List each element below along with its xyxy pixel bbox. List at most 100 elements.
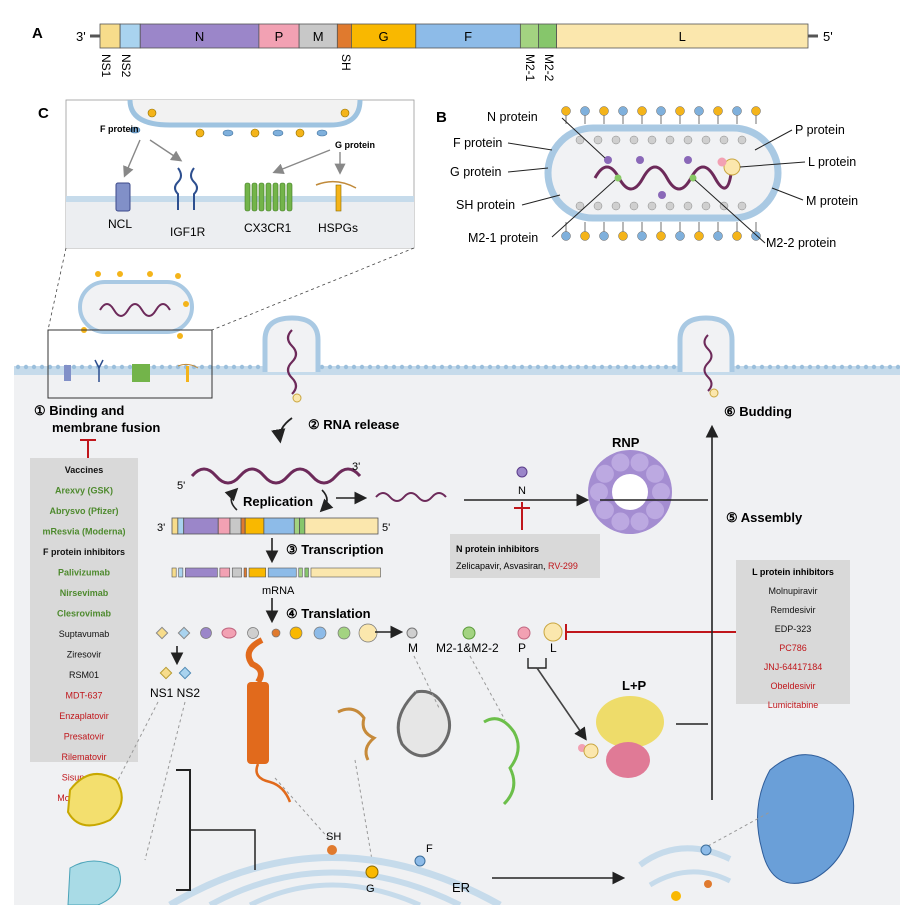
matrix-bead — [629, 135, 639, 145]
genome-gene-label: M — [313, 29, 324, 44]
lipid-head — [447, 364, 453, 370]
lipid-head — [87, 364, 93, 370]
lipid-head — [887, 364, 893, 370]
lipid-head — [823, 364, 829, 370]
step-5-label: ⑤ Assembly — [726, 510, 803, 525]
protein-marker — [313, 626, 327, 640]
rnp-label: RNP — [612, 435, 640, 450]
lipid-head — [807, 364, 813, 370]
receptor-inset: F protein G protein NCL IGF1R CX3CR1 HSP… — [65, 99, 415, 249]
inset-g-protein-label: G protein — [335, 140, 375, 150]
lipid-head — [543, 364, 549, 370]
genome-segment — [556, 23, 809, 49]
matrix-bead — [719, 135, 729, 145]
genome-gene-label: L — [679, 29, 686, 44]
protein-marker — [337, 626, 351, 640]
antigenome-segment — [244, 517, 265, 535]
matrix-bead — [647, 201, 657, 211]
surface-glycoprotein — [751, 106, 761, 116]
mrna-segment — [304, 567, 309, 578]
mrna-segment — [185, 567, 218, 578]
label-l-protein: L protein — [808, 155, 856, 169]
label-m22-protein: M2-2 protein — [766, 236, 836, 250]
lipid-head — [799, 364, 805, 370]
lipid-head — [855, 364, 861, 370]
rnp-lobe — [630, 453, 649, 472]
matrix-bead — [647, 135, 657, 145]
lipid-head — [583, 364, 589, 370]
lipid-head — [367, 364, 373, 370]
genome-gene-label: F — [464, 29, 472, 44]
zoom-highlight-box — [47, 329, 213, 399]
lp-structure — [596, 696, 664, 778]
lipid-head — [343, 364, 349, 370]
surface-glycoprotein — [656, 106, 666, 116]
genome-segment — [258, 23, 300, 49]
ns-label: NS1 NS2 — [150, 686, 200, 700]
lipid-head — [871, 364, 877, 370]
lipid-head — [103, 364, 109, 370]
lipid-head — [239, 364, 245, 370]
rnp-lobe — [611, 512, 630, 531]
genome-gene-label: N — [195, 29, 204, 44]
protein-marker — [221, 627, 237, 639]
drug-name: Palivizumab — [58, 568, 111, 578]
antigenome-segment — [304, 517, 379, 535]
genome-end-right: 5' — [823, 29, 833, 44]
antigenome-3prime: 3' — [157, 522, 165, 534]
receptor-cx3cr1: CX3CR1 — [244, 221, 292, 235]
surface-glycoprotein — [713, 231, 723, 241]
drug-name: Ziresovir — [67, 650, 102, 660]
lipid-head — [863, 364, 869, 370]
lipid-head — [231, 364, 237, 370]
antigenome-bar — [171, 517, 379, 535]
protein-row-labels: M M2-1&M2-2 P L — [408, 641, 557, 655]
lipid-head — [631, 364, 637, 370]
matrix-bead — [611, 201, 621, 211]
lipid-head — [655, 364, 661, 370]
lipid-head — [535, 364, 541, 370]
step-2-label: ② RNA release — [308, 417, 399, 432]
label-g-protein: G protein — [450, 165, 501, 179]
lipid-head — [415, 364, 421, 370]
drug-name: Obeldesivir — [770, 681, 815, 691]
matrix-bead — [683, 201, 693, 211]
lipid-head — [767, 364, 773, 370]
lipid-head — [575, 364, 581, 370]
lipid-head — [439, 364, 445, 370]
step-1-label-line2: membrane fusion — [52, 420, 160, 435]
genome-segment — [336, 23, 352, 49]
drug-name: Abrysvo (Pfizer) — [49, 506, 118, 516]
lipid-head — [463, 364, 469, 370]
surface-glycoprotein — [656, 231, 666, 241]
translated-proteins — [155, 623, 378, 643]
gene-label-ns1: NS1 — [99, 54, 113, 78]
mrna-segment — [219, 567, 231, 578]
matrix-bead — [701, 201, 711, 211]
er-labels: SH G F ER — [326, 831, 470, 895]
lipid-head — [255, 364, 261, 370]
matrix-bead — [593, 135, 603, 145]
genome-end-left: 3' — [76, 29, 86, 44]
matrix-bead — [611, 135, 621, 145]
drug-name: Lumicitabine — [768, 700, 819, 710]
lipid-head — [847, 364, 853, 370]
lipid-head — [383, 364, 389, 370]
antigenome-segment — [183, 517, 219, 535]
surface-glycoprotein — [694, 231, 704, 241]
protein-marker — [247, 627, 259, 639]
mini-receptors — [64, 359, 199, 382]
l-inhibitor-box: L protein inhibitorsMolnupiravirRemdesiv… — [736, 560, 850, 710]
matrix-bead — [629, 201, 639, 211]
lipid-head — [591, 364, 597, 370]
lipid-head — [335, 364, 341, 370]
svg-text:M2-1&M2-2: M2-1&M2-2 — [436, 641, 499, 655]
antigenome-segment — [229, 517, 242, 535]
small-virion — [78, 271, 194, 339]
rnp-lobe — [595, 464, 614, 483]
drug-name: JNJ-64417184 — [764, 662, 823, 672]
surface-glycoprotein — [751, 231, 761, 241]
mrna-segment — [178, 567, 184, 578]
rna-3prime: 3' — [352, 461, 360, 473]
